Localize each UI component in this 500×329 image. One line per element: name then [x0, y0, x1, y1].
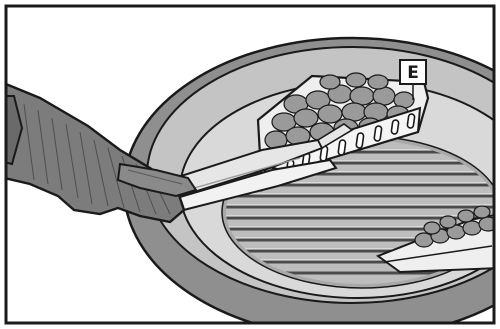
- callout-label-text: E: [407, 63, 419, 83]
